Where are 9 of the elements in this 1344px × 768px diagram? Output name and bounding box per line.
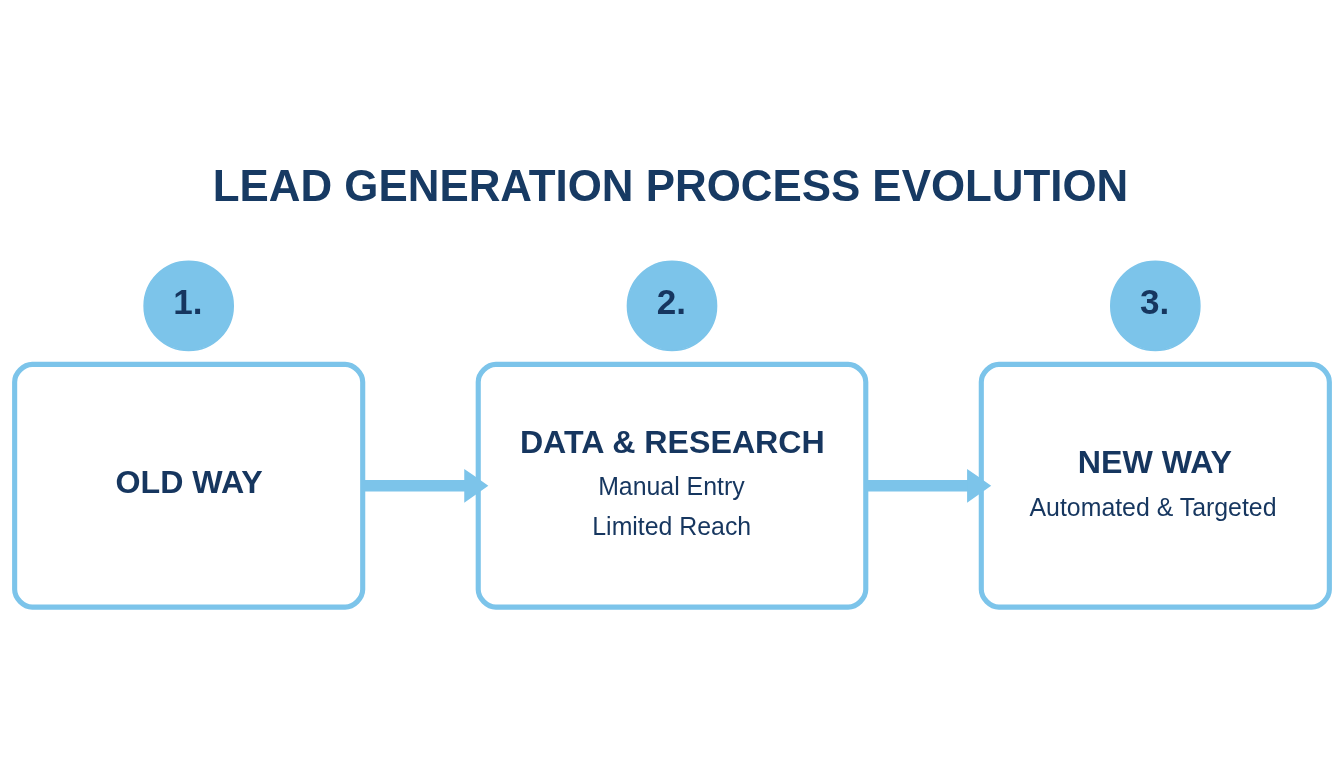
node-circle: 1. bbox=[143, 260, 234, 351]
node-circle: 2. bbox=[626, 260, 718, 351]
node-circle: 3. bbox=[1110, 260, 1201, 351]
node-box: NEW WAY Automated & Targeted bbox=[978, 361, 1332, 610]
node-box: OLD WAY bbox=[12, 361, 366, 610]
arrow bbox=[866, 468, 992, 503]
node-box: DATA & RESEARCH Manual Entry Limited Reach bbox=[475, 361, 869, 610]
arrow bbox=[362, 468, 489, 503]
diagram-title: LEAD GENERATION PROCESS EVOLUTION bbox=[212, 160, 1129, 210]
